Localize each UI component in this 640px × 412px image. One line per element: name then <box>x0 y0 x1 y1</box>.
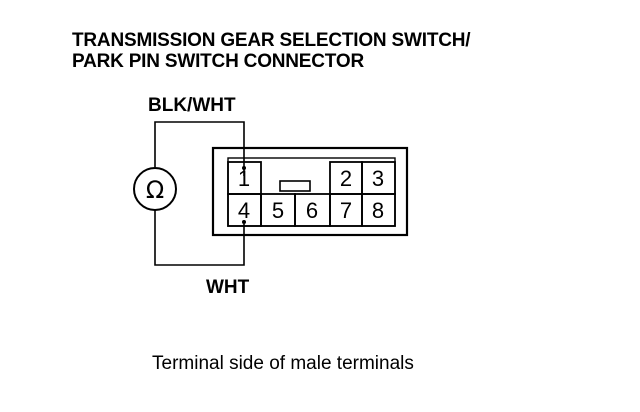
terminal-1-label: 1 <box>238 166 250 191</box>
terminal-5-label: 5 <box>272 198 284 223</box>
probe-contact-terminal-1 <box>242 166 246 170</box>
terminal-6-label: 6 <box>306 198 318 223</box>
diagram-caption: Terminal side of male terminals <box>152 353 414 374</box>
locking-tab <box>279 180 311 192</box>
wire-wht <box>154 210 245 266</box>
terminal-numbers: 1 2 3 4 5 6 7 8 <box>238 166 384 223</box>
terminal-cells <box>227 161 396 227</box>
connector-outer-shell <box>211 146 409 237</box>
terminal-2-label: 2 <box>340 166 352 191</box>
terminal-8-cell <box>361 193 396 227</box>
terminal-7-label: 7 <box>340 198 352 223</box>
diagram-title-line-2: PARK PIN SWITCH CONNECTOR <box>72 51 364 72</box>
wire-label-wht: WHT <box>206 277 250 298</box>
diagram-title-line-1: TRANSMISSION GEAR SELECTION SWITCH/ <box>72 30 471 51</box>
ohm-symbol: Ω <box>146 176 164 204</box>
terminal-8-label: 8 <box>372 198 384 223</box>
ohmmeter-icon: Ω <box>133 167 177 211</box>
probe-contact-terminal-4 <box>242 220 246 224</box>
terminal-4-label: 4 <box>238 198 250 223</box>
wire-label-blk-wht: BLK/WHT <box>148 95 236 116</box>
probe-contacts <box>242 166 246 224</box>
terminal-3-label: 3 <box>372 166 384 191</box>
